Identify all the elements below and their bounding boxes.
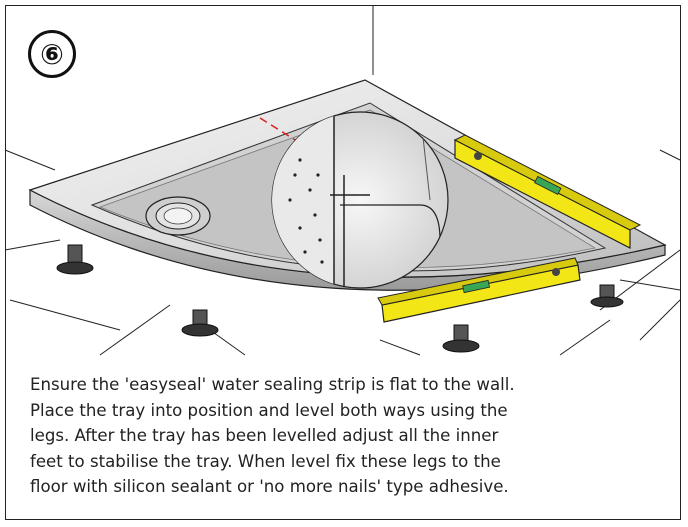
step-number-badge: ⑥ [28, 30, 76, 78]
instruction-line: legs. After the tray has been levelled a… [30, 426, 499, 445]
instruction-line: floor with silicon sealant or 'no more n… [30, 477, 509, 496]
instruction-line: Place the tray into position and level b… [30, 400, 508, 420]
tray-legs [56, 244, 624, 353]
spirit-level-front [377, 257, 581, 323]
waste-drain [145, 196, 211, 236]
tile-lines [4, 5, 681, 356]
instruction-text: Ensure the 'easyseal' water sealing stri… [30, 372, 670, 500]
shower-tray-illustration [4, 5, 681, 356]
magnified-detail [271, 111, 449, 289]
instruction-line: feet to stabilise the tray. When level f… [30, 451, 501, 471]
instruction-line: Ensure the 'easyseal' water sealing stri… [30, 375, 515, 394]
spirit-level-wall [453, 134, 642, 249]
